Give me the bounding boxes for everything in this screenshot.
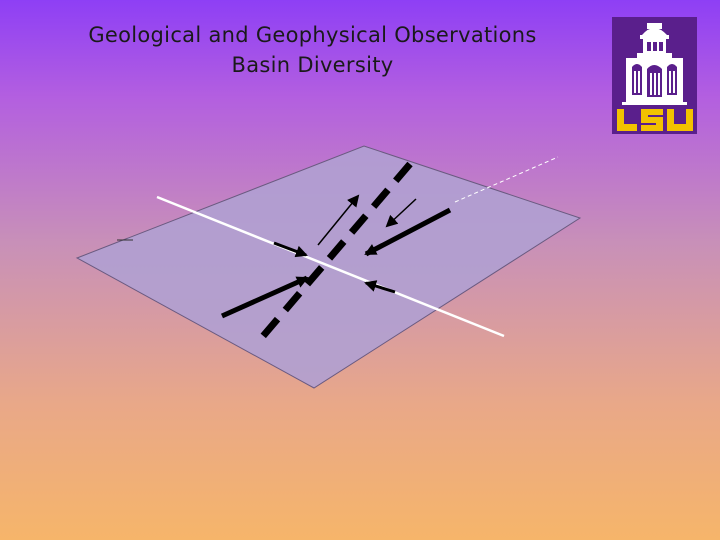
lsu-logo — [612, 17, 697, 134]
arrow-large-upper — [364, 207, 452, 257]
arrow-large-lower — [220, 275, 309, 319]
lsu-letters — [617, 109, 693, 131]
title-line-1: Geological and Geophysical Observations — [88, 23, 537, 47]
arrow-right-short — [364, 280, 396, 294]
arrow-thin-up — [317, 194, 360, 246]
arrow-left-short — [273, 241, 308, 258]
lsu-tower-logo-icon — [612, 17, 697, 134]
slide-title: Geological and Geophysical Observations … — [60, 20, 565, 80]
intersection-line-solid — [156, 195, 505, 338]
title-line-2: Basin Diversity — [231, 53, 394, 77]
dashed-axis — [255, 161, 413, 345]
arrow-thin-down — [385, 198, 417, 228]
intersection-line-extension — [454, 156, 559, 203]
